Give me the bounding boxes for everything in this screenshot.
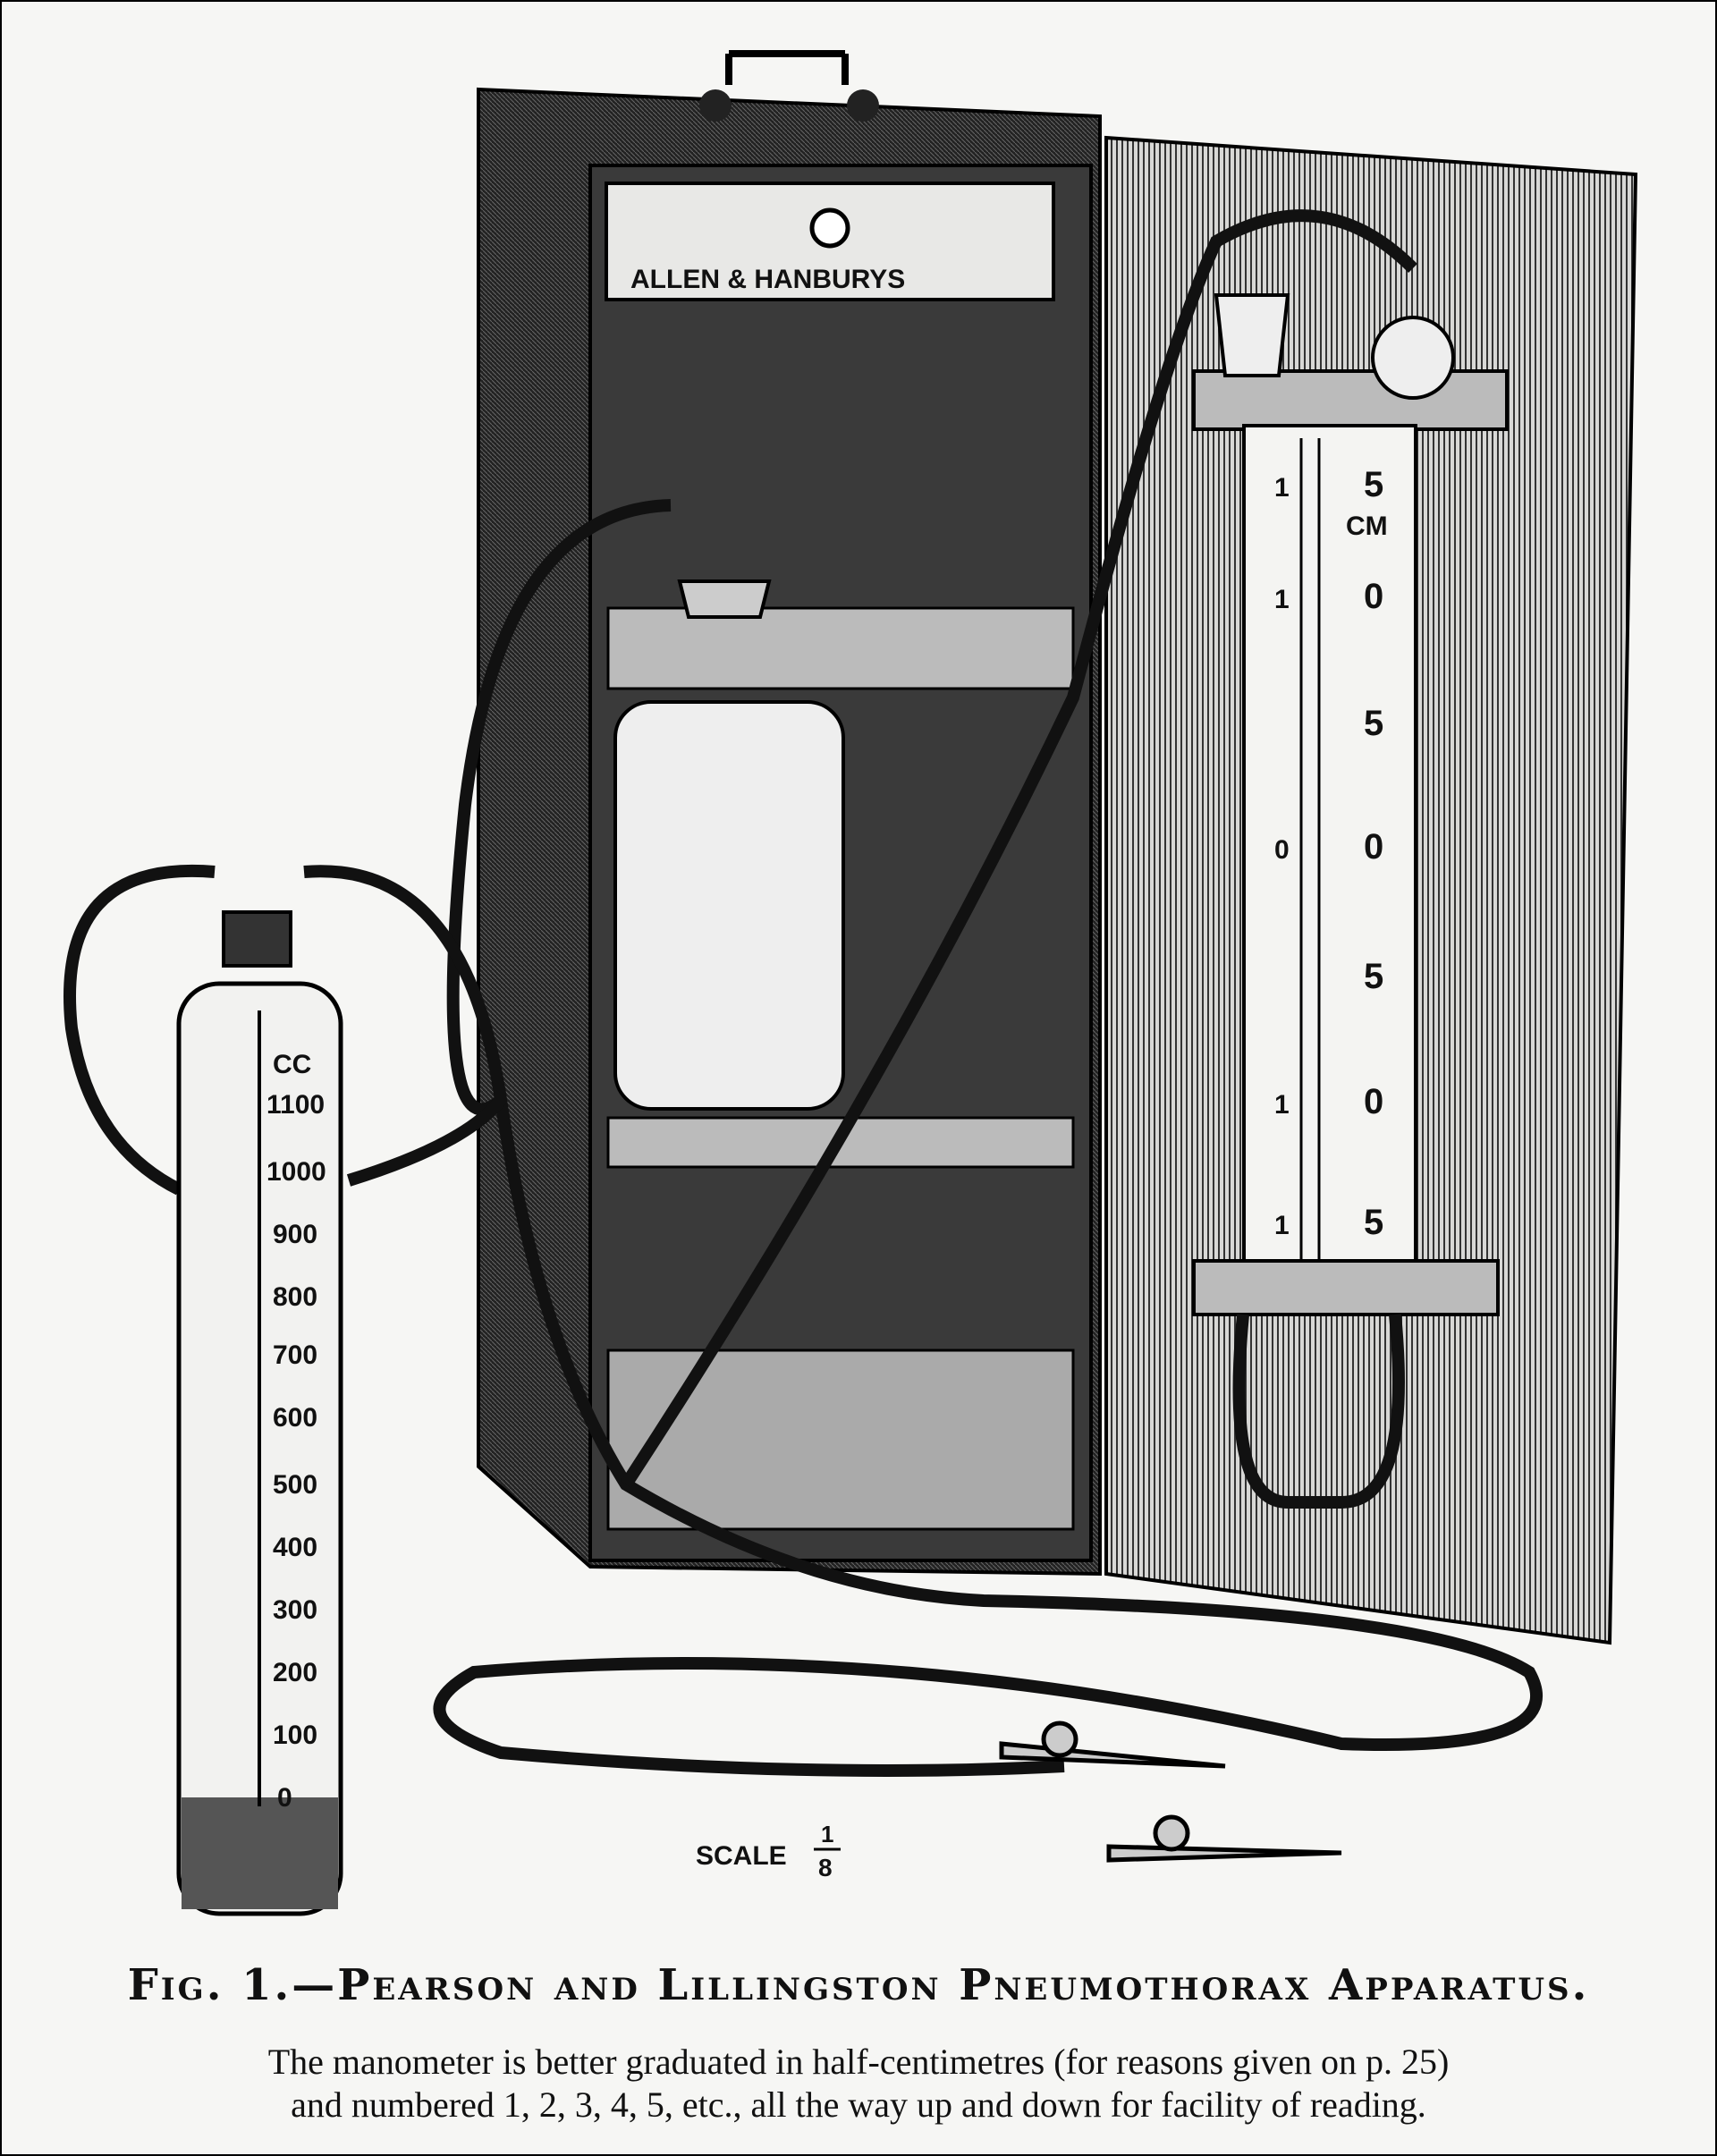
- case-handle: [725, 50, 849, 85]
- needles: [999, 1721, 1342, 1863]
- svg-text:600: 600: [273, 1403, 317, 1433]
- manometer-cup: [1214, 293, 1290, 377]
- svg-text:200: 200: [273, 1658, 317, 1687]
- figure-caption-line-2: and numbered 1, 2, 3, 4, 5, etc., all th…: [291, 2084, 1426, 2125]
- case-label: ALLEN & HANBURYS: [630, 265, 905, 294]
- svg-text:5: 5: [1364, 1203, 1383, 1242]
- svg-text:0: 0: [1274, 835, 1290, 865]
- manometer-bulb: [1371, 316, 1455, 400]
- shelf-bottom: [606, 1349, 1075, 1531]
- glass-bottle: [613, 700, 845, 1111]
- cylinder-liquid: [182, 1797, 338, 1909]
- svg-text:500: 500: [273, 1470, 317, 1500]
- u-tube: [1232, 1314, 1405, 1509]
- svg-text:700: 700: [273, 1340, 317, 1370]
- svg-text:0: 0: [277, 1783, 292, 1813]
- graduated-cylinder: CC 1100 1000 900 800 700 600 500 400 300…: [176, 910, 343, 1916]
- svg-text:100: 100: [273, 1721, 317, 1750]
- manometer-top-bracket: [1192, 369, 1509, 431]
- svg-text:8: 8: [818, 1854, 833, 1881]
- svg-text:800: 800: [273, 1282, 317, 1312]
- svg-text:1: 1: [1274, 585, 1290, 614]
- svg-text:1: 1: [1274, 1090, 1290, 1120]
- shelf-top: [606, 606, 1075, 690]
- svg-text:900: 900: [273, 1220, 317, 1249]
- svg-text:5: 5: [1364, 704, 1383, 743]
- svg-text:400: 400: [273, 1533, 317, 1562]
- svg-text:0: 0: [1364, 577, 1383, 616]
- svg-text:1: 1: [821, 1821, 833, 1847]
- bottle-stopper: [677, 579, 772, 619]
- manometer-numbers: 5 CM 0 5 0 5 0 5 1 1 0 1 1: [1274, 465, 1388, 1242]
- figure-caption-line-1: The manometer is better graduated in hal…: [267, 2042, 1450, 2082]
- svg-text:1000: 1000: [266, 1157, 326, 1187]
- case-door: 5 CM 0 5 0 5 0 5 1 1 0 1 1: [1104, 135, 1638, 1645]
- svg-text:5: 5: [1364, 957, 1383, 996]
- svg-text:1: 1: [1274, 1211, 1290, 1240]
- svg-text:1100: 1100: [266, 1090, 325, 1120]
- manometer-unit: CM: [1346, 512, 1388, 541]
- svg-text:0: 0: [1364, 1082, 1383, 1121]
- manometer-scale: [1242, 424, 1417, 1268]
- svg-text:1: 1: [1274, 473, 1290, 503]
- case: ALLEN & HANBURYS: [477, 50, 1102, 1577]
- cylinder-graduations: CC 1100 1000 900 800 700 600 500 400 300…: [266, 1050, 326, 1813]
- cylinder-unit: CC: [273, 1050, 311, 1079]
- svg-text:5: 5: [1364, 465, 1383, 504]
- manometer-bottom-bracket: [1192, 1259, 1500, 1316]
- rubber-tubing: [63, 209, 1544, 1777]
- svg-text:300: 300: [273, 1595, 317, 1625]
- scale-label: SCALE 1 8: [696, 1821, 841, 1881]
- figure-caption-title: Fig. 1.—Pearson and Lillingston Pneumoth…: [127, 1960, 1590, 2010]
- svg-text:0: 0: [1364, 827, 1383, 867]
- drawer-knob-icon: [809, 207, 850, 249]
- svg-text:SCALE: SCALE: [696, 1841, 787, 1871]
